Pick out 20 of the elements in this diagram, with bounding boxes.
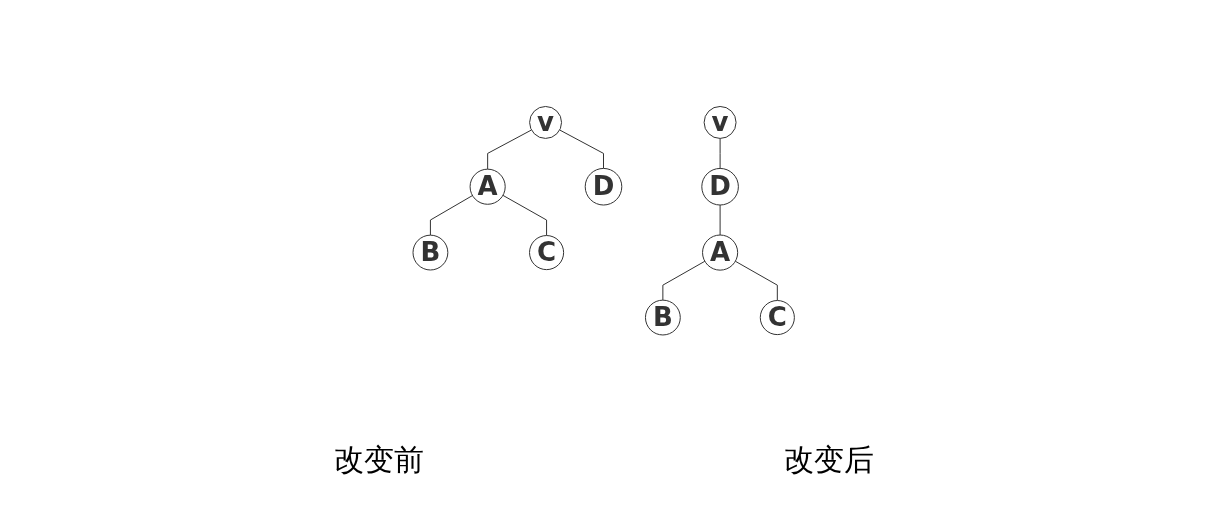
node-circle: A: [469, 168, 506, 205]
node-circle: A: [701, 234, 738, 271]
connector: [662, 260, 706, 301]
connector: [719, 137, 721, 169]
node-circle: v: [703, 105, 737, 139]
caption-text: 改变后: [783, 441, 874, 479]
node-circle: C: [528, 235, 564, 271]
connector: [486, 129, 532, 170]
connector: [502, 194, 547, 237]
node-circle: B: [412, 234, 449, 271]
connector: [559, 129, 604, 169]
connector: [429, 195, 473, 236]
connector: [734, 260, 778, 301]
node-circle: v: [528, 105, 562, 139]
node-circle: C: [759, 300, 795, 336]
node-circle: D: [584, 167, 623, 206]
caption-text: 改变前: [333, 441, 424, 479]
node-circle: B: [644, 299, 681, 336]
connector: [719, 204, 721, 236]
node-circle: D: [701, 167, 739, 206]
